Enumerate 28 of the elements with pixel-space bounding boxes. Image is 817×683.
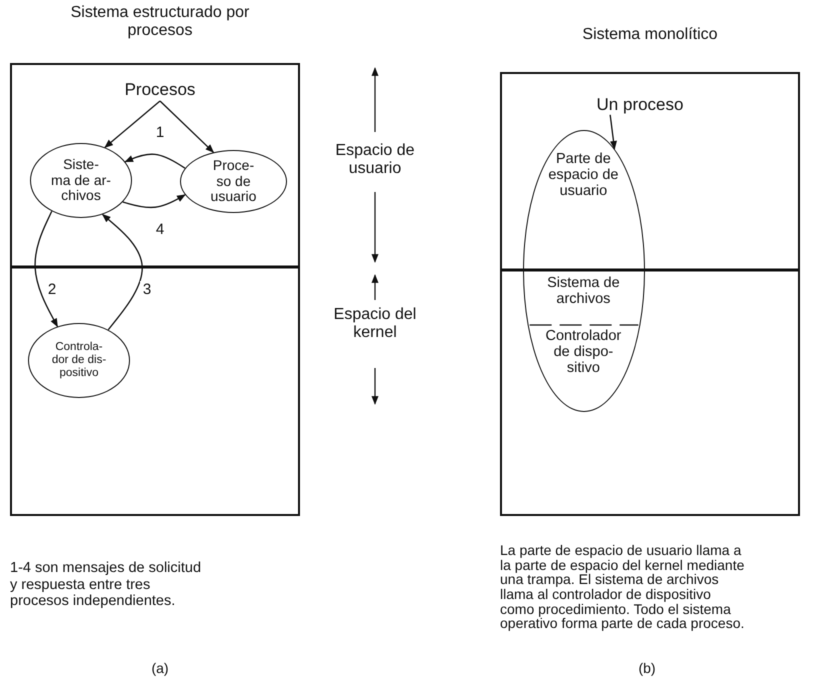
process-part: Controlador de dispo- sitivo <box>544 328 622 377</box>
panel-tag: (a) <box>145 660 175 676</box>
region-label: Espacio de usuario <box>334 142 416 179</box>
panel-title: Sistema estructurado por procesos <box>70 4 250 41</box>
caption: La parte de espacio de usuario llama a la parte de espacio del kernel mediante una trampa. El sistema de archivos llama al controlador de dispositivo como procedimiento. Todo el sistema operativo forma parte de cada proceso. <box>500 543 745 632</box>
panel-tag: (b) <box>632 660 662 676</box>
process-label: Procesos <box>120 79 200 101</box>
arrow <box>104 100 160 148</box>
process-ellipse <box>523 130 645 412</box>
caption: 1-4 son mensajes de solicitud y respuesta entre tres procesos independientes. <box>10 560 202 610</box>
process-label: Un proceso <box>588 93 692 117</box>
process-name: Proce- so de usuario <box>210 158 258 205</box>
process-part: Sistema de archivos <box>546 275 621 308</box>
arrow <box>122 194 186 208</box>
process-ellipse <box>28 323 130 398</box>
process-name: Controla- dor de dis- positivo <box>50 341 108 380</box>
process-ellipse <box>180 150 287 213</box>
arrow <box>102 214 143 330</box>
process-name: Siste- ma de ar- chivos <box>50 156 112 204</box>
process-ellipse <box>30 143 132 218</box>
region-label: Espacio del kernel <box>332 306 418 343</box>
arrow <box>34 210 58 328</box>
arrow <box>124 154 186 169</box>
panel-frame <box>500 72 800 516</box>
arrow <box>610 114 617 150</box>
arrow <box>160 100 214 153</box>
panel-title: Sistema monolítico <box>581 26 719 44</box>
process-part: Parte de espacio de usuario <box>547 151 620 200</box>
